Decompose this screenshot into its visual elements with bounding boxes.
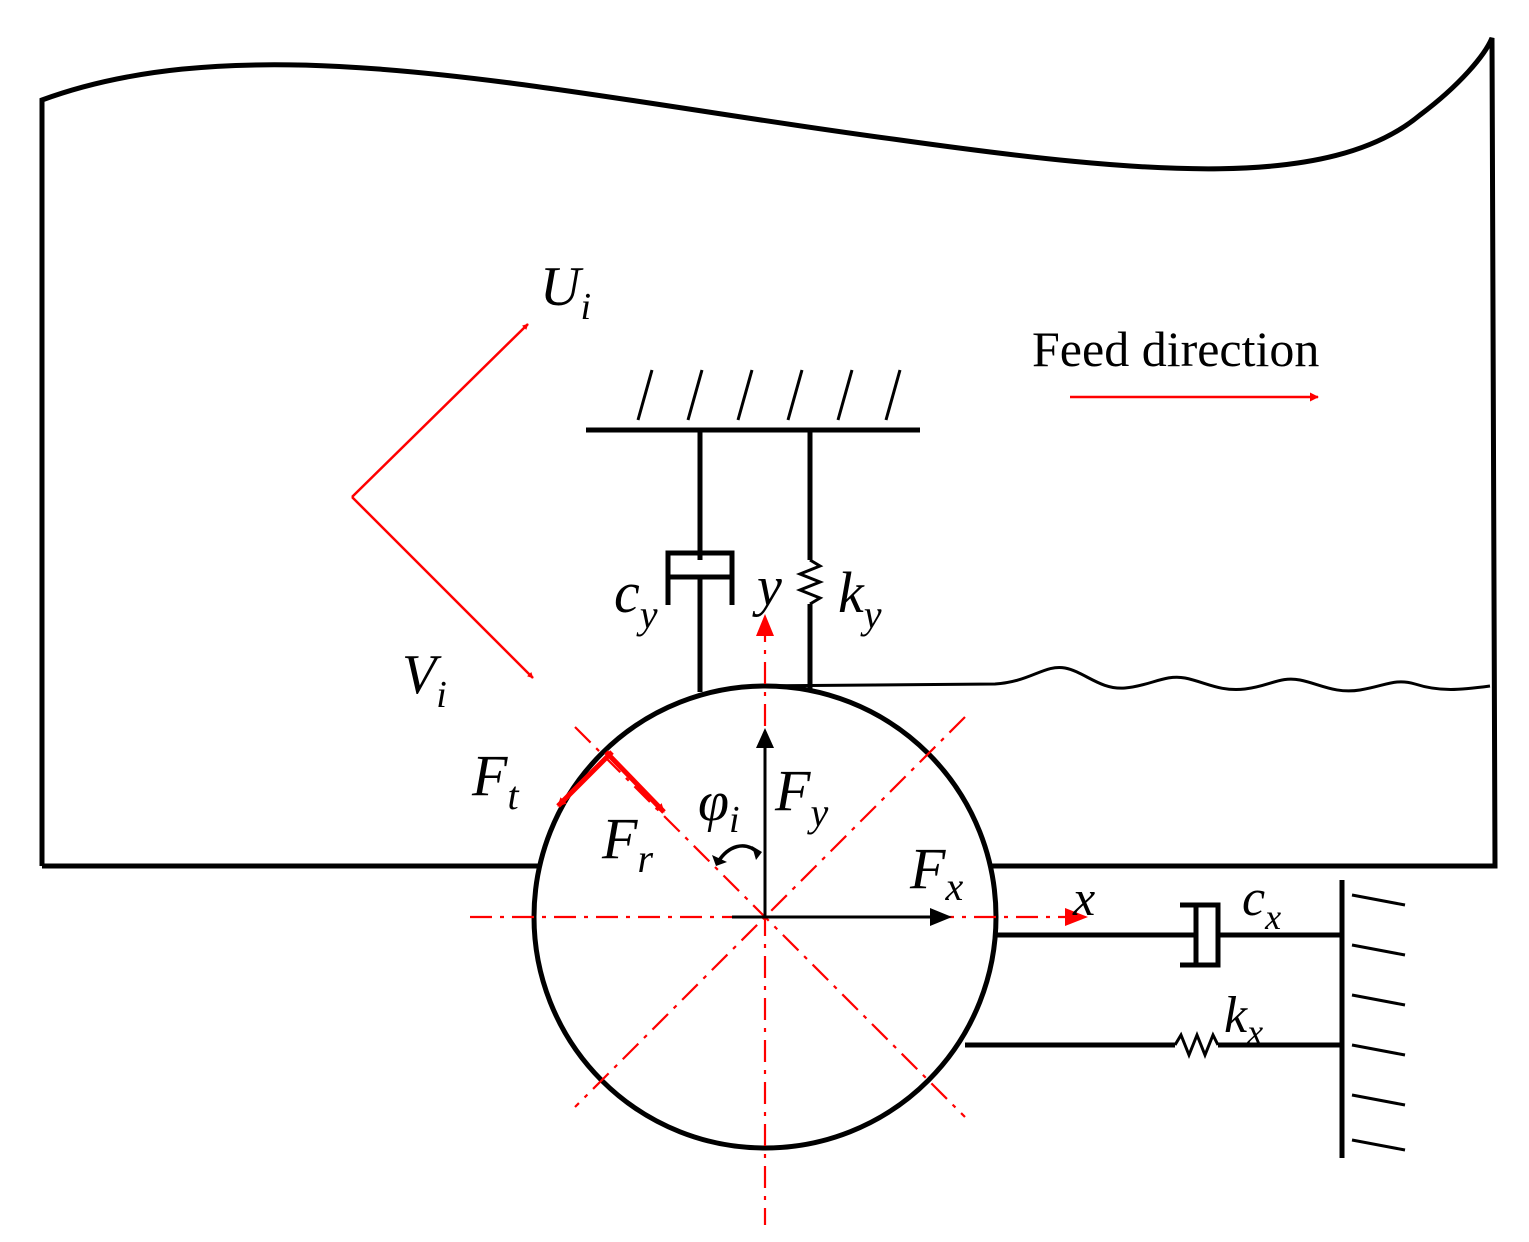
force-fy-arrow [756, 728, 774, 917]
y-spring [795, 430, 825, 690]
phi-angle-arc [712, 844, 762, 866]
v-vector [351, 496, 534, 679]
label-kx: kx [1224, 987, 1263, 1052]
label-u: Ui [540, 256, 591, 328]
label-v: Vi [402, 644, 447, 716]
label-fr: Fr [601, 806, 653, 881]
label-fy: Fy [774, 758, 828, 835]
force-ft-arrow [556, 750, 614, 808]
label-cx: cx [1242, 870, 1281, 937]
center-lines [470, 620, 1080, 1225]
label-cy: cy [614, 560, 658, 637]
top-ground-support [586, 369, 920, 433]
x-axis-arrow [1065, 908, 1088, 926]
label-ft: Ft [471, 743, 519, 818]
y-damper [665, 430, 735, 692]
y-axis-arrow [756, 614, 774, 636]
label-fx: Fx [909, 836, 963, 909]
force-fr-arrow [604, 750, 666, 814]
u-vector [351, 323, 529, 498]
x-damper [996, 902, 1342, 968]
workpiece-outline [39, 36, 1498, 869]
machined-surface-wave [744, 665, 1491, 693]
force-fx-arrow [732, 908, 952, 926]
x-spring [965, 1030, 1342, 1060]
label-feed-direction: Feed direction [1032, 321, 1319, 377]
label-phi: φi [698, 771, 740, 841]
label-x-axis: x [1072, 870, 1095, 926]
label-ky: ky [838, 560, 882, 637]
right-ground-support [1339, 880, 1406, 1158]
label-y-axis: y [752, 556, 782, 618]
